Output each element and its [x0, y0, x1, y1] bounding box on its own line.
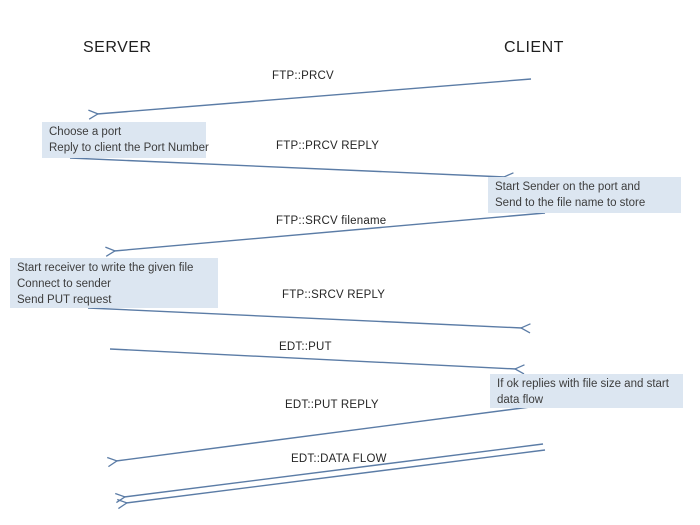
- note-server-choose-port: Choose a port Reply to client the Port N…: [42, 122, 209, 158]
- message-label-ftp-prcv: FTP::PRCV: [272, 70, 334, 82]
- note-line: If ok replies with file size and start: [497, 378, 669, 390]
- note-client-ok-replies: If ok replies with file size and start d…: [490, 374, 683, 408]
- note-line: Start Sender on the port and: [495, 181, 641, 193]
- actor-client-title: CLIENT: [504, 39, 564, 56]
- note-line: Start receiver to write the given file: [17, 262, 194, 274]
- arrow-ftp-srcv-reply: [87, 307, 522, 328]
- note-line: Reply to client the Port Number: [49, 142, 209, 154]
- actor-server-title: SERVER: [83, 39, 152, 56]
- message-label-ftp-srcv-reply: FTP::SRCV REPLY: [282, 289, 386, 301]
- message-label-ftp-prcv-reply: FTP::PRCV REPLY: [276, 140, 380, 152]
- note-line: Send PUT request: [17, 294, 112, 306]
- arrow-edt-data-flow-line1: [124, 443, 544, 497]
- note-line: Send to the file name to store: [495, 197, 646, 209]
- message-label-edt-data-flow: EDT::DATA FLOW: [291, 453, 387, 465]
- message-label-edt-put-reply: EDT::PUT REPLY: [285, 399, 379, 411]
- message-label-edt-put: EDT::PUT: [279, 341, 332, 353]
- message-label-ftp-srcv-filename: FTP::SRCV filename: [276, 215, 387, 227]
- note-line: data flow: [497, 394, 544, 406]
- arrow-ftp-prcv: [97, 78, 532, 114]
- note-client-start-sender: Start Sender on the port and Send to the…: [488, 177, 681, 213]
- note-server-start-receiver: Start receiver to write the given file C…: [10, 258, 218, 308]
- note-line: Connect to sender: [17, 278, 111, 290]
- note-line: Choose a port: [49, 126, 122, 138]
- arrow-ftp-prcv-reply: [69, 157, 505, 177]
